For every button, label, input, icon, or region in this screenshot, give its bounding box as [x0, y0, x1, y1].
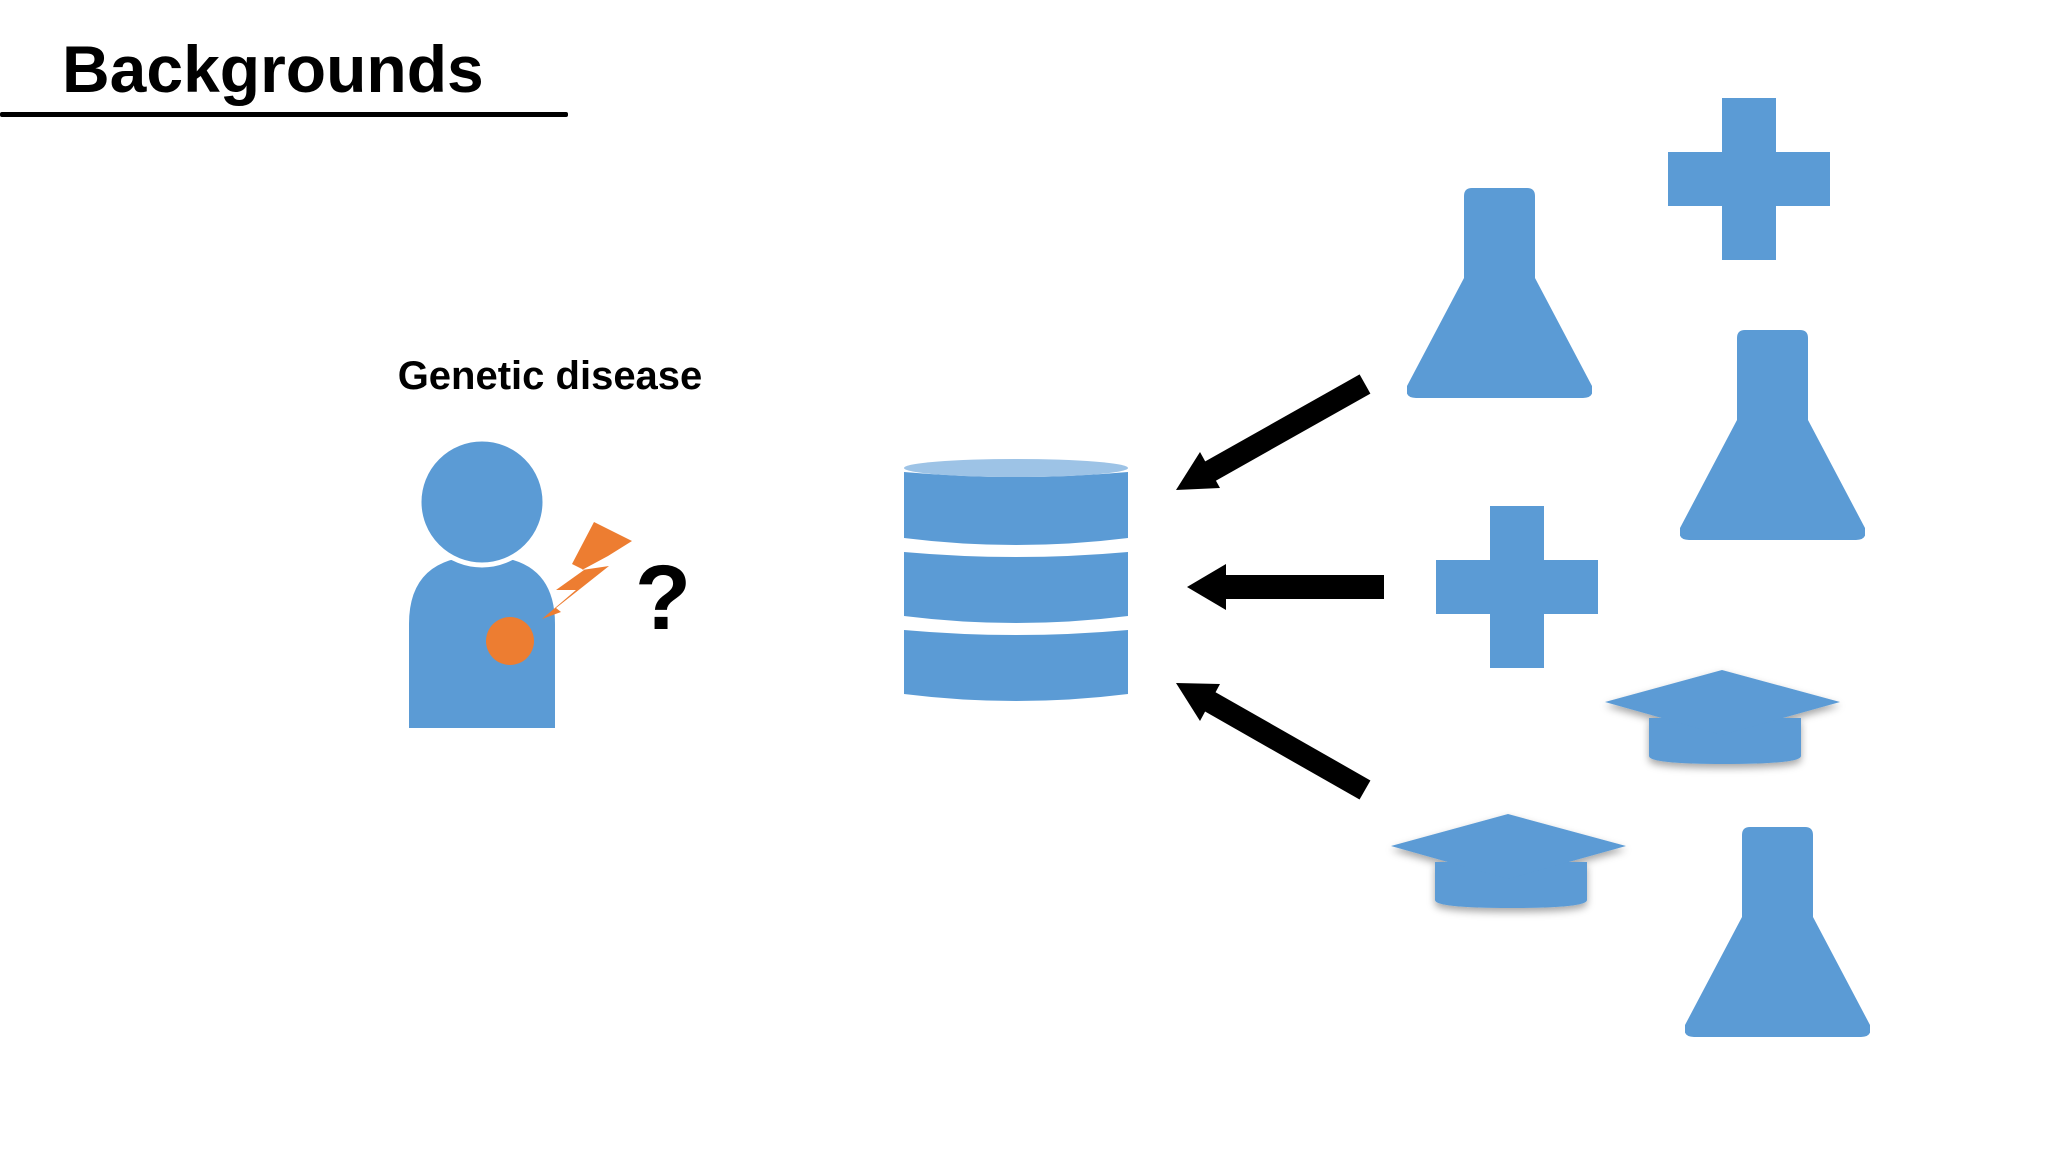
patient-label: Genetic disease — [398, 354, 703, 398]
flask-icon — [1685, 827, 1870, 1037]
graduation-cap-icon — [1605, 670, 1840, 764]
graduation-cap-icon — [1391, 814, 1626, 908]
slide-title: Backgrounds — [62, 32, 484, 106]
person-icon — [409, 436, 555, 728]
medical-cross-icon — [1436, 506, 1598, 668]
lightning-icon — [486, 522, 632, 665]
title-underline — [0, 112, 568, 117]
affected-organ-dot — [486, 617, 534, 665]
flask-icon — [1680, 330, 1865, 540]
arrow-top — [1176, 374, 1371, 490]
flask-icon — [1407, 188, 1592, 398]
arrow-middle — [1187, 564, 1384, 610]
question-mark: ? — [635, 547, 691, 649]
medical-cross-icon — [1668, 98, 1830, 260]
database-icon — [904, 459, 1128, 701]
arrow-bottom — [1176, 683, 1371, 800]
